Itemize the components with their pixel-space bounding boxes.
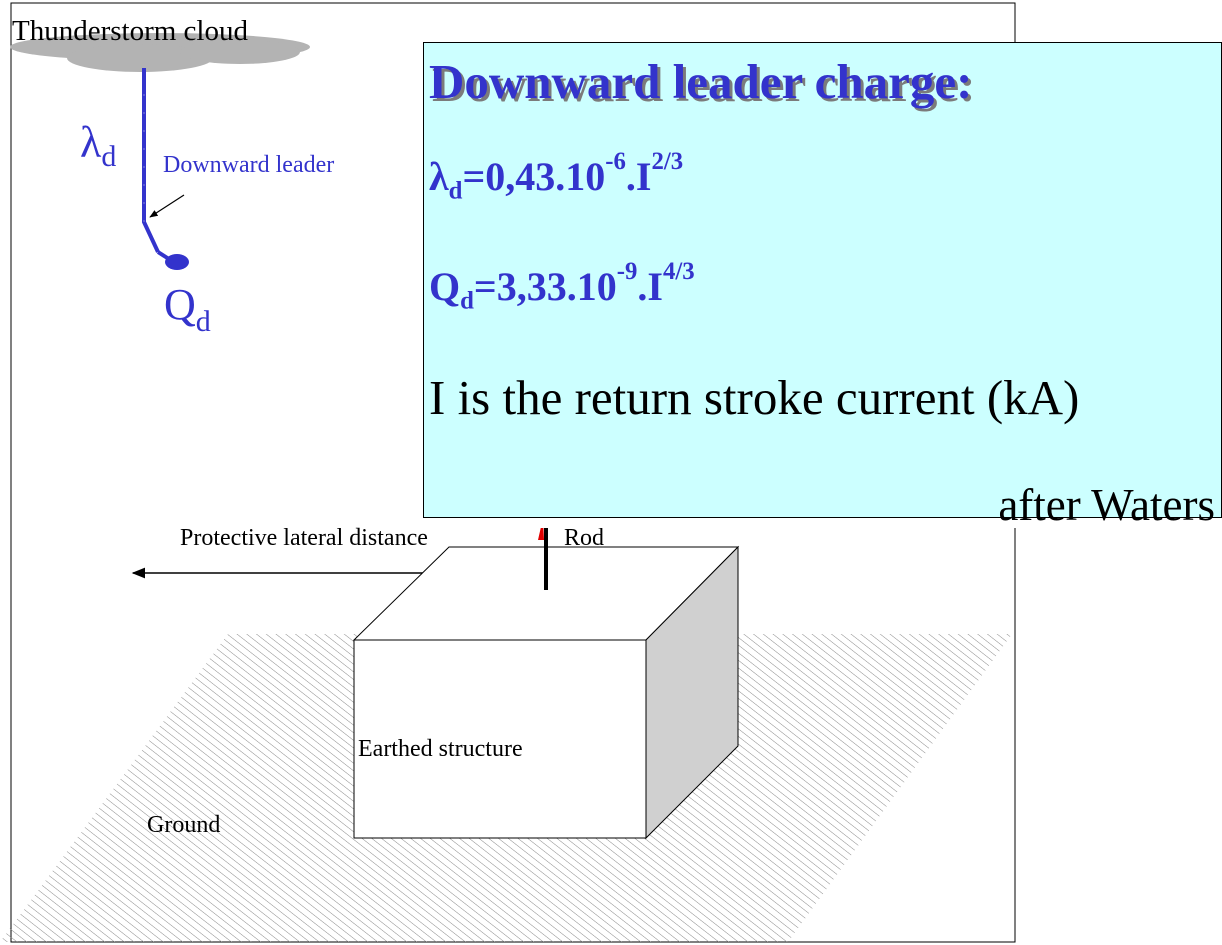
lambda-formula-symbol: λ [429,154,449,199]
lambda-formula-exponent: -6 [605,147,626,175]
charge-symbol: Q [164,280,196,329]
cloud-shape [10,33,310,72]
charge-formula-coefficient: =3,33.10 [473,264,617,309]
lambda-formula-sub: d [448,177,463,205]
protective-distance-label: Protective lateral distance [180,525,428,551]
lambda-subscript: d [101,140,117,173]
charge-formula-sub: d [460,287,474,315]
rod-label: Rod [564,525,605,551]
charge-formula-symbol: Q [429,264,461,309]
lambda-symbol: λ [80,118,102,167]
formula-panel: Downward leader charge: λd=0,43.10-6.I2/… [423,42,1222,528]
charge-subscript: d [195,305,211,338]
ground-label: Ground [147,812,221,838]
current-note: I is the return stroke current (kA) [429,370,1080,425]
lambda-formula-current-exponent: 2/3 [651,147,684,175]
charge-formula-exponent: -9 [616,257,638,285]
source-credit: after Waters [998,480,1215,530]
lambda-formula: λd=0,43.10-6.I2/3 [429,149,683,204]
leader-label: Downward leader [163,152,335,178]
lambda-formula-coefficient: =0,43.10 [462,154,606,199]
cloud-label: Thunderstorm cloud [12,15,248,47]
leader-pointer-arrow [149,194,185,218]
lambda-label: λd [80,118,116,172]
lambda-formula-current: .I [625,154,652,199]
earthed-structure [352,545,740,840]
charge-formula-current: .I [637,264,663,309]
downward-leader [142,68,189,270]
rod-spark [538,518,544,540]
charge-formula-current-exponent: 4/3 [662,257,695,285]
panel-heading: Downward leader charge: [429,54,973,109]
structure-label: Earthed structure [358,736,523,762]
charge-formula: Qd=3,33.10-9.I4/3 [429,259,695,314]
charge-label: Qd [164,280,211,337]
